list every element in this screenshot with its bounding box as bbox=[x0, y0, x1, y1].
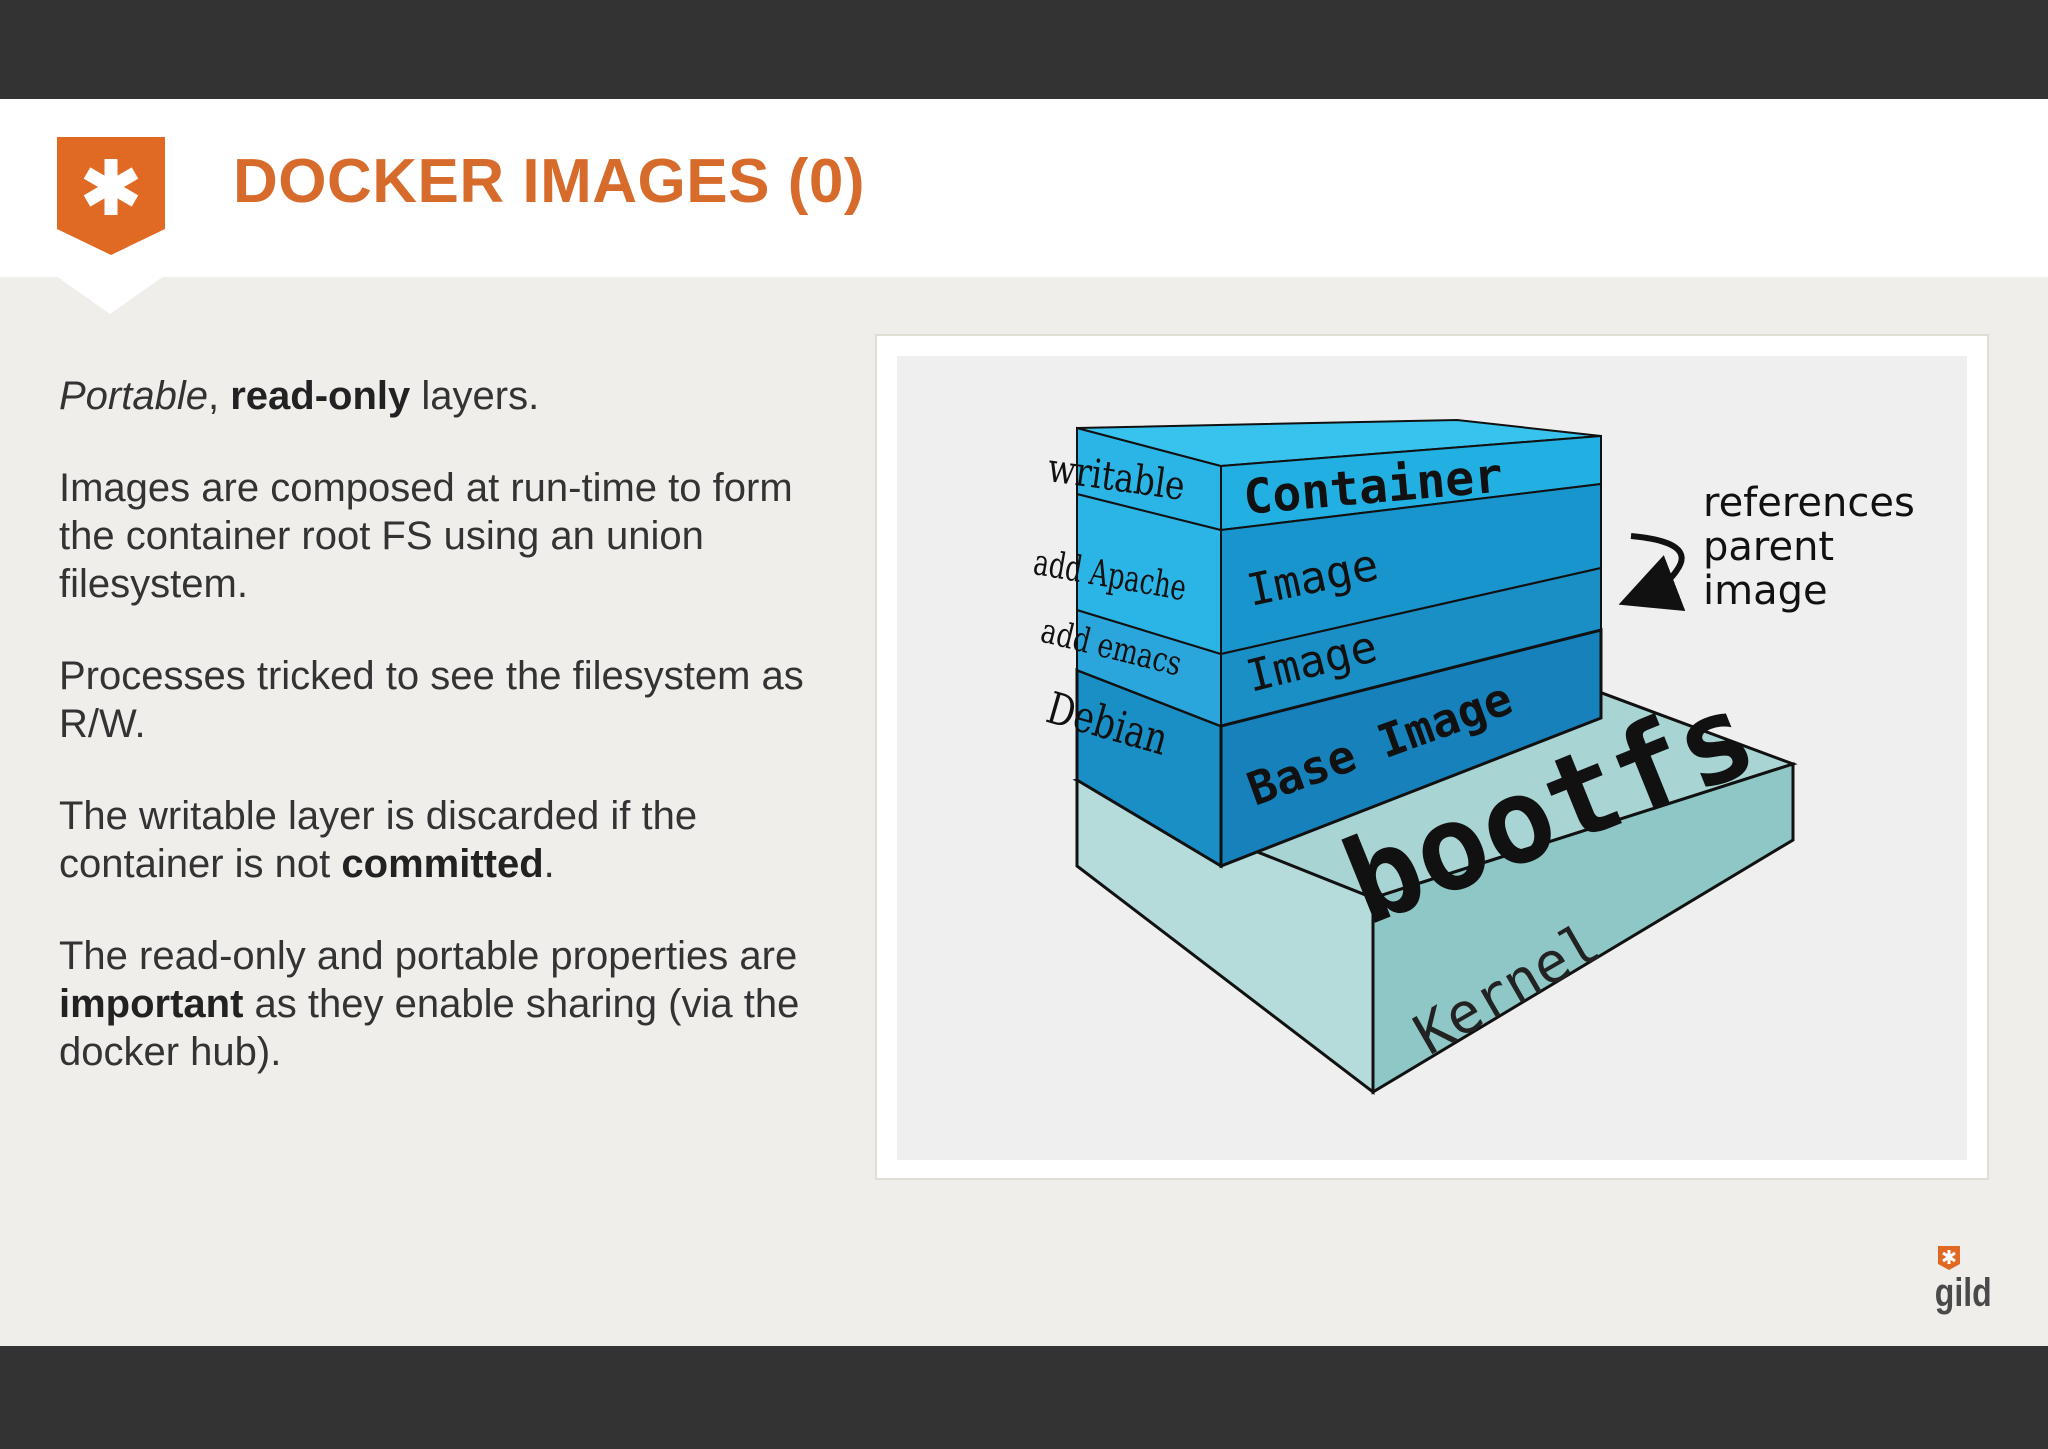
annotation-image: image bbox=[1703, 568, 1828, 614]
writable-after: . bbox=[543, 842, 555, 886]
sharing-after: as they enable sharing (via the docker h… bbox=[59, 982, 800, 1074]
paragraph-portable: Portable, read-only layers. bbox=[59, 372, 849, 420]
slide-body: Portable, read-only layers. Images are c… bbox=[59, 372, 849, 1120]
sharing-before: The read-only and portable properties ar… bbox=[59, 934, 798, 978]
asterisk-shield-icon bbox=[57, 137, 165, 255]
base-front-face bbox=[1371, 761, 1795, 1095]
diagram-frame: writable add Apache add emacs Debian Con… bbox=[875, 334, 1989, 1180]
paragraph-sharing: The read-only and portable properties ar… bbox=[59, 932, 849, 1076]
important-bold: important bbox=[59, 982, 244, 1026]
paragraph-images-composed: Images are composed at run-time to form … bbox=[59, 466, 793, 606]
annotation-references: references bbox=[1703, 480, 1915, 526]
references-arrow-icon bbox=[1618, 533, 1686, 612]
writable-before: The writable layer is discarded if the c… bbox=[59, 794, 698, 886]
top-bar bbox=[0, 0, 2048, 99]
portable-italic: Portable bbox=[59, 374, 208, 418]
annotation-parent: parent bbox=[1703, 524, 1834, 570]
committed-bold: committed bbox=[341, 842, 544, 886]
header-notch bbox=[56, 276, 164, 314]
portable-rest: layers. bbox=[410, 374, 540, 418]
docker-layers-diagram: writable add Apache add emacs Debian Con… bbox=[1030, 418, 1915, 1096]
slide-title: DOCKER IMAGES (0) bbox=[233, 147, 865, 216]
gild-logo-icon: gild bbox=[1935, 1246, 1992, 1315]
readonly-bold: read-only bbox=[230, 374, 411, 418]
layer-right-base bbox=[1219, 628, 1603, 869]
slide-header bbox=[0, 99, 2048, 277]
portable-sep: , bbox=[207, 374, 231, 418]
bottom-bar bbox=[0, 1346, 2048, 1449]
gild-wordmark: gild bbox=[1935, 1270, 1992, 1315]
paragraph-writable-layer: The writable layer is discarded if the c… bbox=[59, 792, 849, 888]
paragraph-processes: Processes tricked to see the filesystem … bbox=[59, 654, 804, 746]
